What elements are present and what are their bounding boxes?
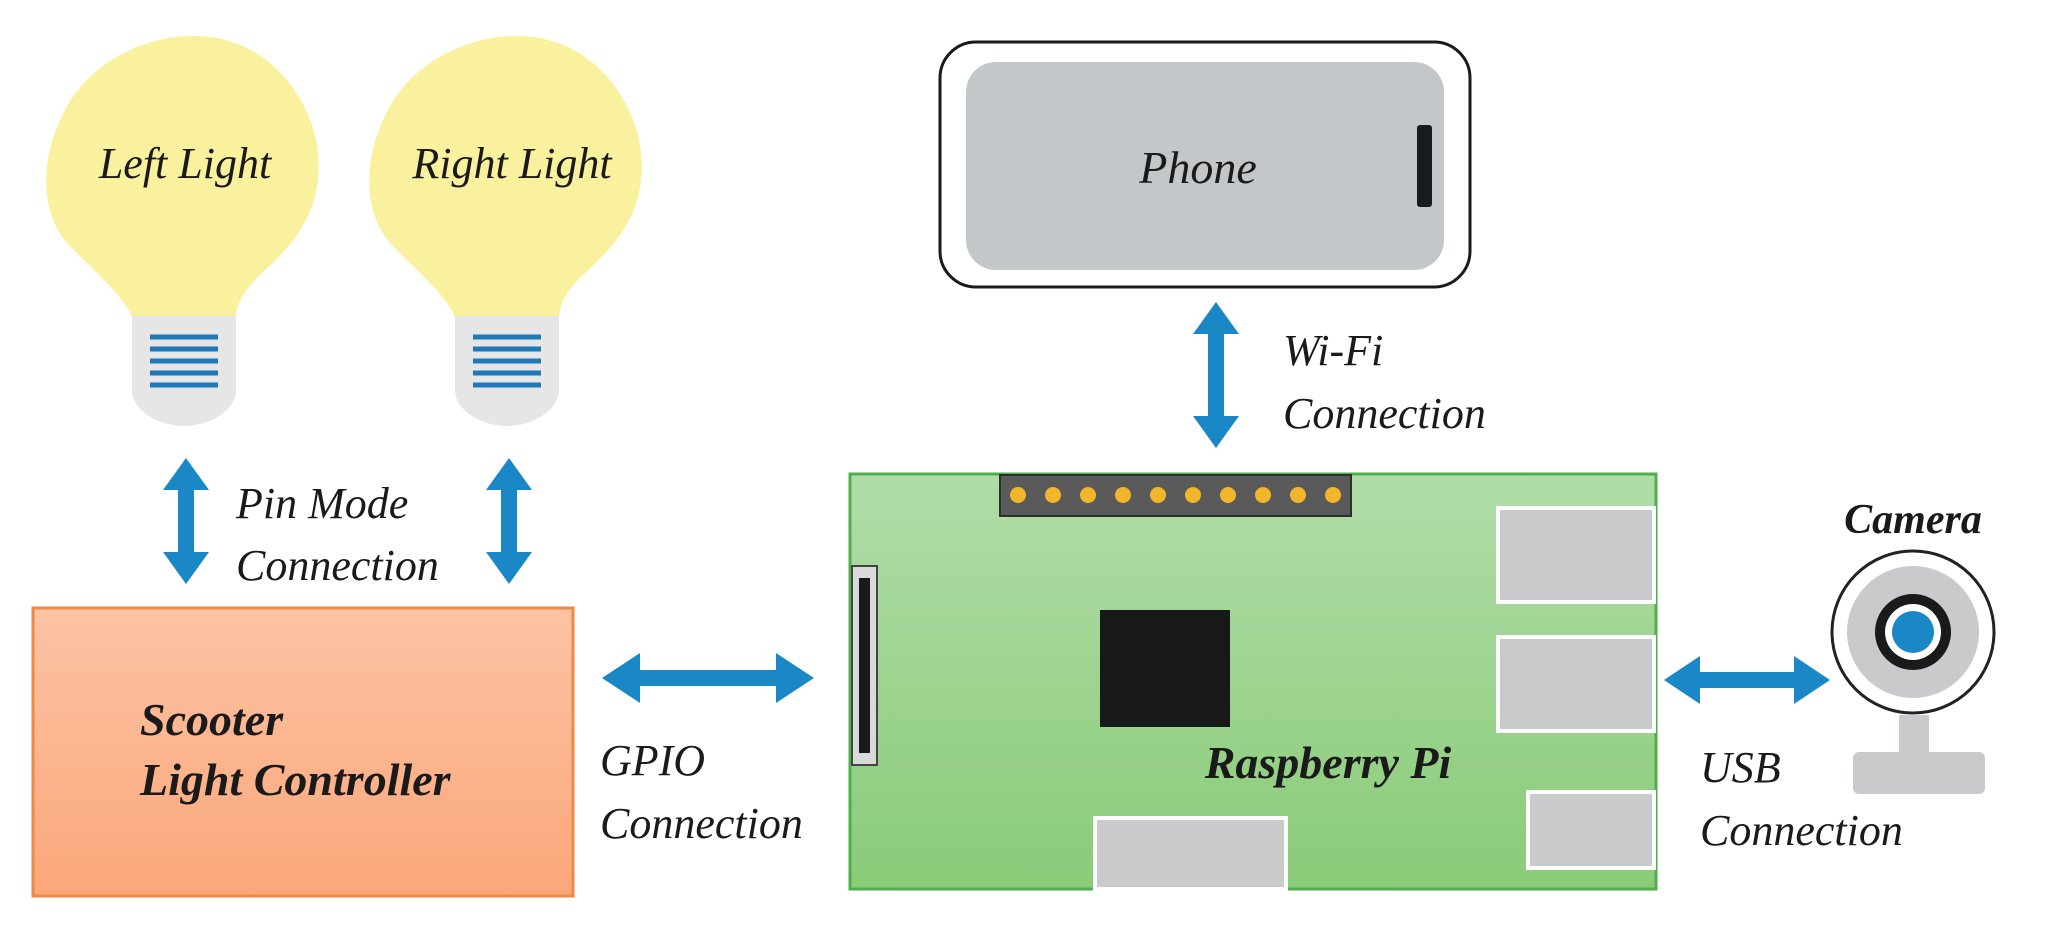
controller-label-line1: Scooter <box>140 694 284 745</box>
right-bulb-base-lines <box>473 334 541 388</box>
camera: Camera <box>1830 497 1996 794</box>
gpio-arrow <box>602 653 814 703</box>
gpio-connection-label-line1: GPIO <box>600 736 705 785</box>
phone-button <box>1417 125 1432 207</box>
gpio-header-pin <box>1255 487 1271 503</box>
cpu-chip <box>1100 610 1230 727</box>
side-connector-slot <box>859 578 870 753</box>
right-bulb-glass <box>369 35 642 316</box>
left-bulb-glass <box>46 35 319 316</box>
bottom-port <box>1093 816 1288 891</box>
scooter-light-controller: Scooter Light Controller <box>31 606 575 898</box>
controller-box <box>31 606 575 898</box>
raspberry-pi-label: Raspberry Pi <box>1204 737 1452 788</box>
controller-label-line2: Light Controller <box>139 754 452 805</box>
ethernet-port <box>1526 790 1656 870</box>
phone-label: Phone <box>1138 142 1257 193</box>
usb-connection-label-line1: USB <box>1700 743 1781 792</box>
camera-stand-neck <box>1899 715 1929 755</box>
raspberry-pi-board: Raspberry Pi <box>848 472 1658 891</box>
gpio-header-pin <box>1185 487 1201 503</box>
usb-connection-label-line2: Connection <box>1700 806 1903 855</box>
right-light-bulb: Right Light <box>369 35 642 426</box>
phone-screen <box>966 62 1444 270</box>
gpio-header-pin <box>1220 487 1236 503</box>
usb-port-upper <box>1496 506 1656 604</box>
gpio-header-pin <box>1325 487 1341 503</box>
wifi-connection-label-line1: Wi-Fi <box>1283 326 1383 375</box>
gpio-header-pin <box>1045 487 1061 503</box>
usb-port-lower <box>1496 635 1656 733</box>
camera-lens <box>1892 611 1934 653</box>
gpio-header-pins <box>1010 487 1341 503</box>
usb-arrow <box>1664 656 1830 704</box>
pin-mode-arrow-right <box>486 458 532 584</box>
gpio-header-pin <box>1150 487 1166 503</box>
gpio-connection-label-line2: Connection <box>600 799 803 848</box>
left-light-label: Left Light <box>98 139 273 188</box>
pin-mode-connection-label-line2: Connection <box>236 541 439 590</box>
pin-mode-arrow-left <box>163 458 209 584</box>
gpio-header-pin <box>1290 487 1306 503</box>
camera-label: Camera <box>1844 497 1982 543</box>
left-light-bulb: Left Light <box>46 35 319 426</box>
wifi-connection-label-line2: Connection <box>1283 389 1486 438</box>
pin-mode-connection-label-line1: Pin Mode <box>235 479 408 528</box>
right-light-label: Right Light <box>411 139 613 188</box>
wifi-arrow <box>1193 302 1239 448</box>
camera-stand-base <box>1853 752 1985 794</box>
gpio-header-pin <box>1115 487 1131 503</box>
left-bulb-base-lines <box>150 334 218 388</box>
gpio-header-pin <box>1010 487 1026 503</box>
phone: Phone <box>938 40 1472 289</box>
gpio-header-pin <box>1080 487 1096 503</box>
